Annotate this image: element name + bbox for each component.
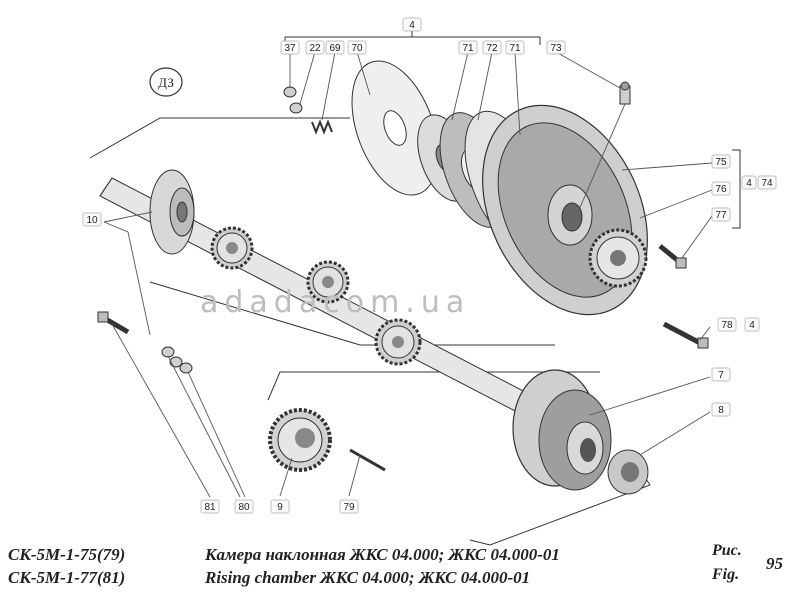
callout-4-78: 4 — [749, 320, 755, 331]
callouts: 4 37 22 69 70 71 72 71 73 75 76 77 4 74 … — [82, 17, 777, 514]
washers-80 — [161, 346, 193, 374]
sprocket-9 — [268, 408, 332, 472]
group-bracket-right — [732, 149, 741, 229]
callout-71-b: 71 — [509, 43, 521, 54]
leader-lines — [103, 51, 713, 498]
caption-title-ru: Камера наклонная ЖКС 04.000; ЖКС 04.000-… — [205, 545, 560, 564]
callout-81: 81 — [204, 502, 216, 513]
pulley-7 — [512, 369, 612, 491]
shaft-sprocket-2 — [306, 260, 350, 304]
callout-80: 80 — [238, 502, 250, 513]
callout-79: 79 — [343, 502, 355, 513]
callout-22: 22 — [309, 43, 321, 54]
left-hub-10 — [149, 169, 195, 255]
nut-8 — [607, 449, 649, 495]
callout-72: 72 — [486, 43, 498, 54]
grease-fitting-73 — [619, 81, 631, 105]
bolt-77 — [658, 244, 687, 269]
caption-fig-number: 95 — [766, 554, 783, 573]
watermark: adadacom.ua — [200, 285, 470, 320]
callout-71-a: 71 — [462, 43, 474, 54]
washers-37-22 — [283, 86, 303, 114]
bolt-78 — [662, 321, 709, 349]
callout-73: 73 — [550, 43, 562, 54]
friction-disc-70 — [351, 60, 439, 196]
d3-view-label: ДЗ — [149, 67, 183, 97]
callout-76: 76 — [715, 184, 727, 195]
callout-70: 70 — [351, 43, 363, 54]
caption-fig-ru: Рис. — [712, 542, 742, 559]
callout-4-top: 4 — [409, 20, 415, 31]
caption-fig-en: Fig. — [712, 566, 740, 583]
callout-69: 69 — [329, 43, 341, 54]
caption-model-1: СК-5М-1-75(79) — [8, 545, 126, 564]
callout-8: 8 — [718, 405, 724, 416]
sprocket-77 — [588, 228, 648, 288]
callout-77: 77 — [715, 210, 727, 221]
callout-4-right: 4 — [746, 178, 752, 189]
callout-37: 37 — [284, 43, 296, 54]
caption-model-2: СК-5М-1-77(81) — [8, 568, 126, 587]
spring-69 — [311, 119, 333, 135]
callout-9: 9 — [277, 502, 283, 513]
callout-75: 75 — [715, 157, 727, 168]
d3-label-text: ДЗ — [158, 75, 174, 90]
caption-title-en: Rising chamber ЖКС 04.000; ЖКС 04.000-01 — [205, 568, 531, 587]
callout-10: 10 — [86, 215, 98, 226]
bolt-81 — [97, 311, 130, 335]
callout-74: 74 — [761, 178, 773, 189]
callout-78: 78 — [721, 320, 733, 331]
callout-7: 7 — [718, 370, 724, 381]
shaft-sprocket-3 — [374, 318, 422, 366]
assembly-frame-lines — [89, 117, 651, 546]
pin-79 — [349, 448, 386, 472]
shaft-sprocket-1 — [210, 226, 254, 270]
